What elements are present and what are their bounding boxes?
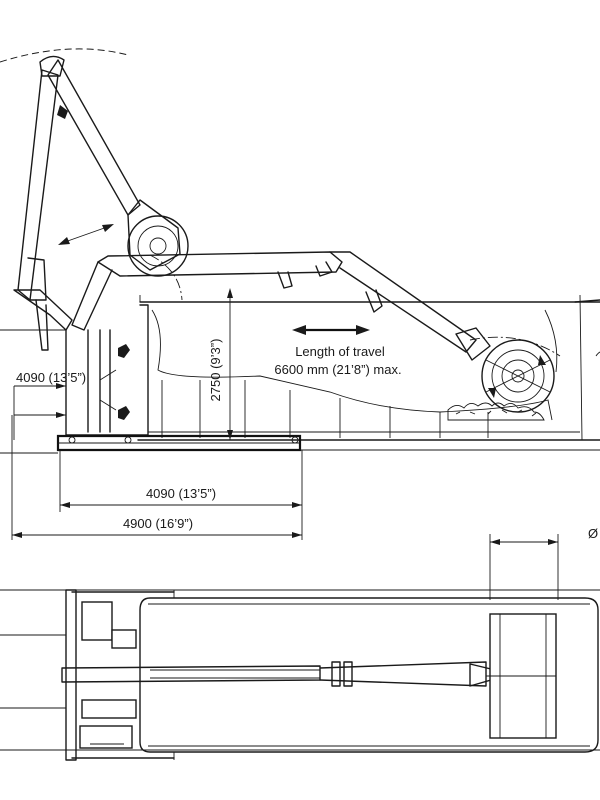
- swing-arc: [0, 48, 129, 63]
- height-dimension-label: 2750 (9’3”): [208, 339, 223, 402]
- side-dimension: [0, 329, 66, 454]
- material-pile: [447, 402, 545, 421]
- engine-block: [81, 601, 113, 641]
- travel-label-line2: 6600 mm (21’8”) max.: [274, 362, 401, 377]
- boom-extended-position: [71, 251, 491, 361]
- diameter-symbol: Ø: [588, 526, 598, 541]
- bin-container: [137, 294, 600, 441]
- right-edge-detail: [595, 351, 600, 357]
- extended-mixing-drum: [469, 336, 561, 413]
- swing-direction-arrow: [58, 224, 114, 245]
- side-elevation-view: Length of travel 6600 mm (21’8”) max. 27…: [0, 48, 600, 454]
- base-width-label: 4090 (13’5”): [146, 486, 216, 501]
- boom-raised-position: [13, 55, 141, 351]
- drum-width-dimension: [489, 534, 559, 600]
- base-dimensions: [11, 415, 303, 540]
- machine-frame: [56, 304, 302, 452]
- side-dimension-label: 4090 (13’5”): [16, 370, 86, 385]
- height-dimension: [227, 288, 233, 440]
- travel-label-line1: Length of travel: [295, 344, 385, 359]
- raised-mixing-drum: [127, 199, 189, 301]
- travel-arrow: [292, 325, 370, 335]
- plan-boom: [61, 665, 321, 683]
- overall-width-label: 4900 (16’9”): [123, 516, 193, 531]
- plan-view: [0, 589, 600, 761]
